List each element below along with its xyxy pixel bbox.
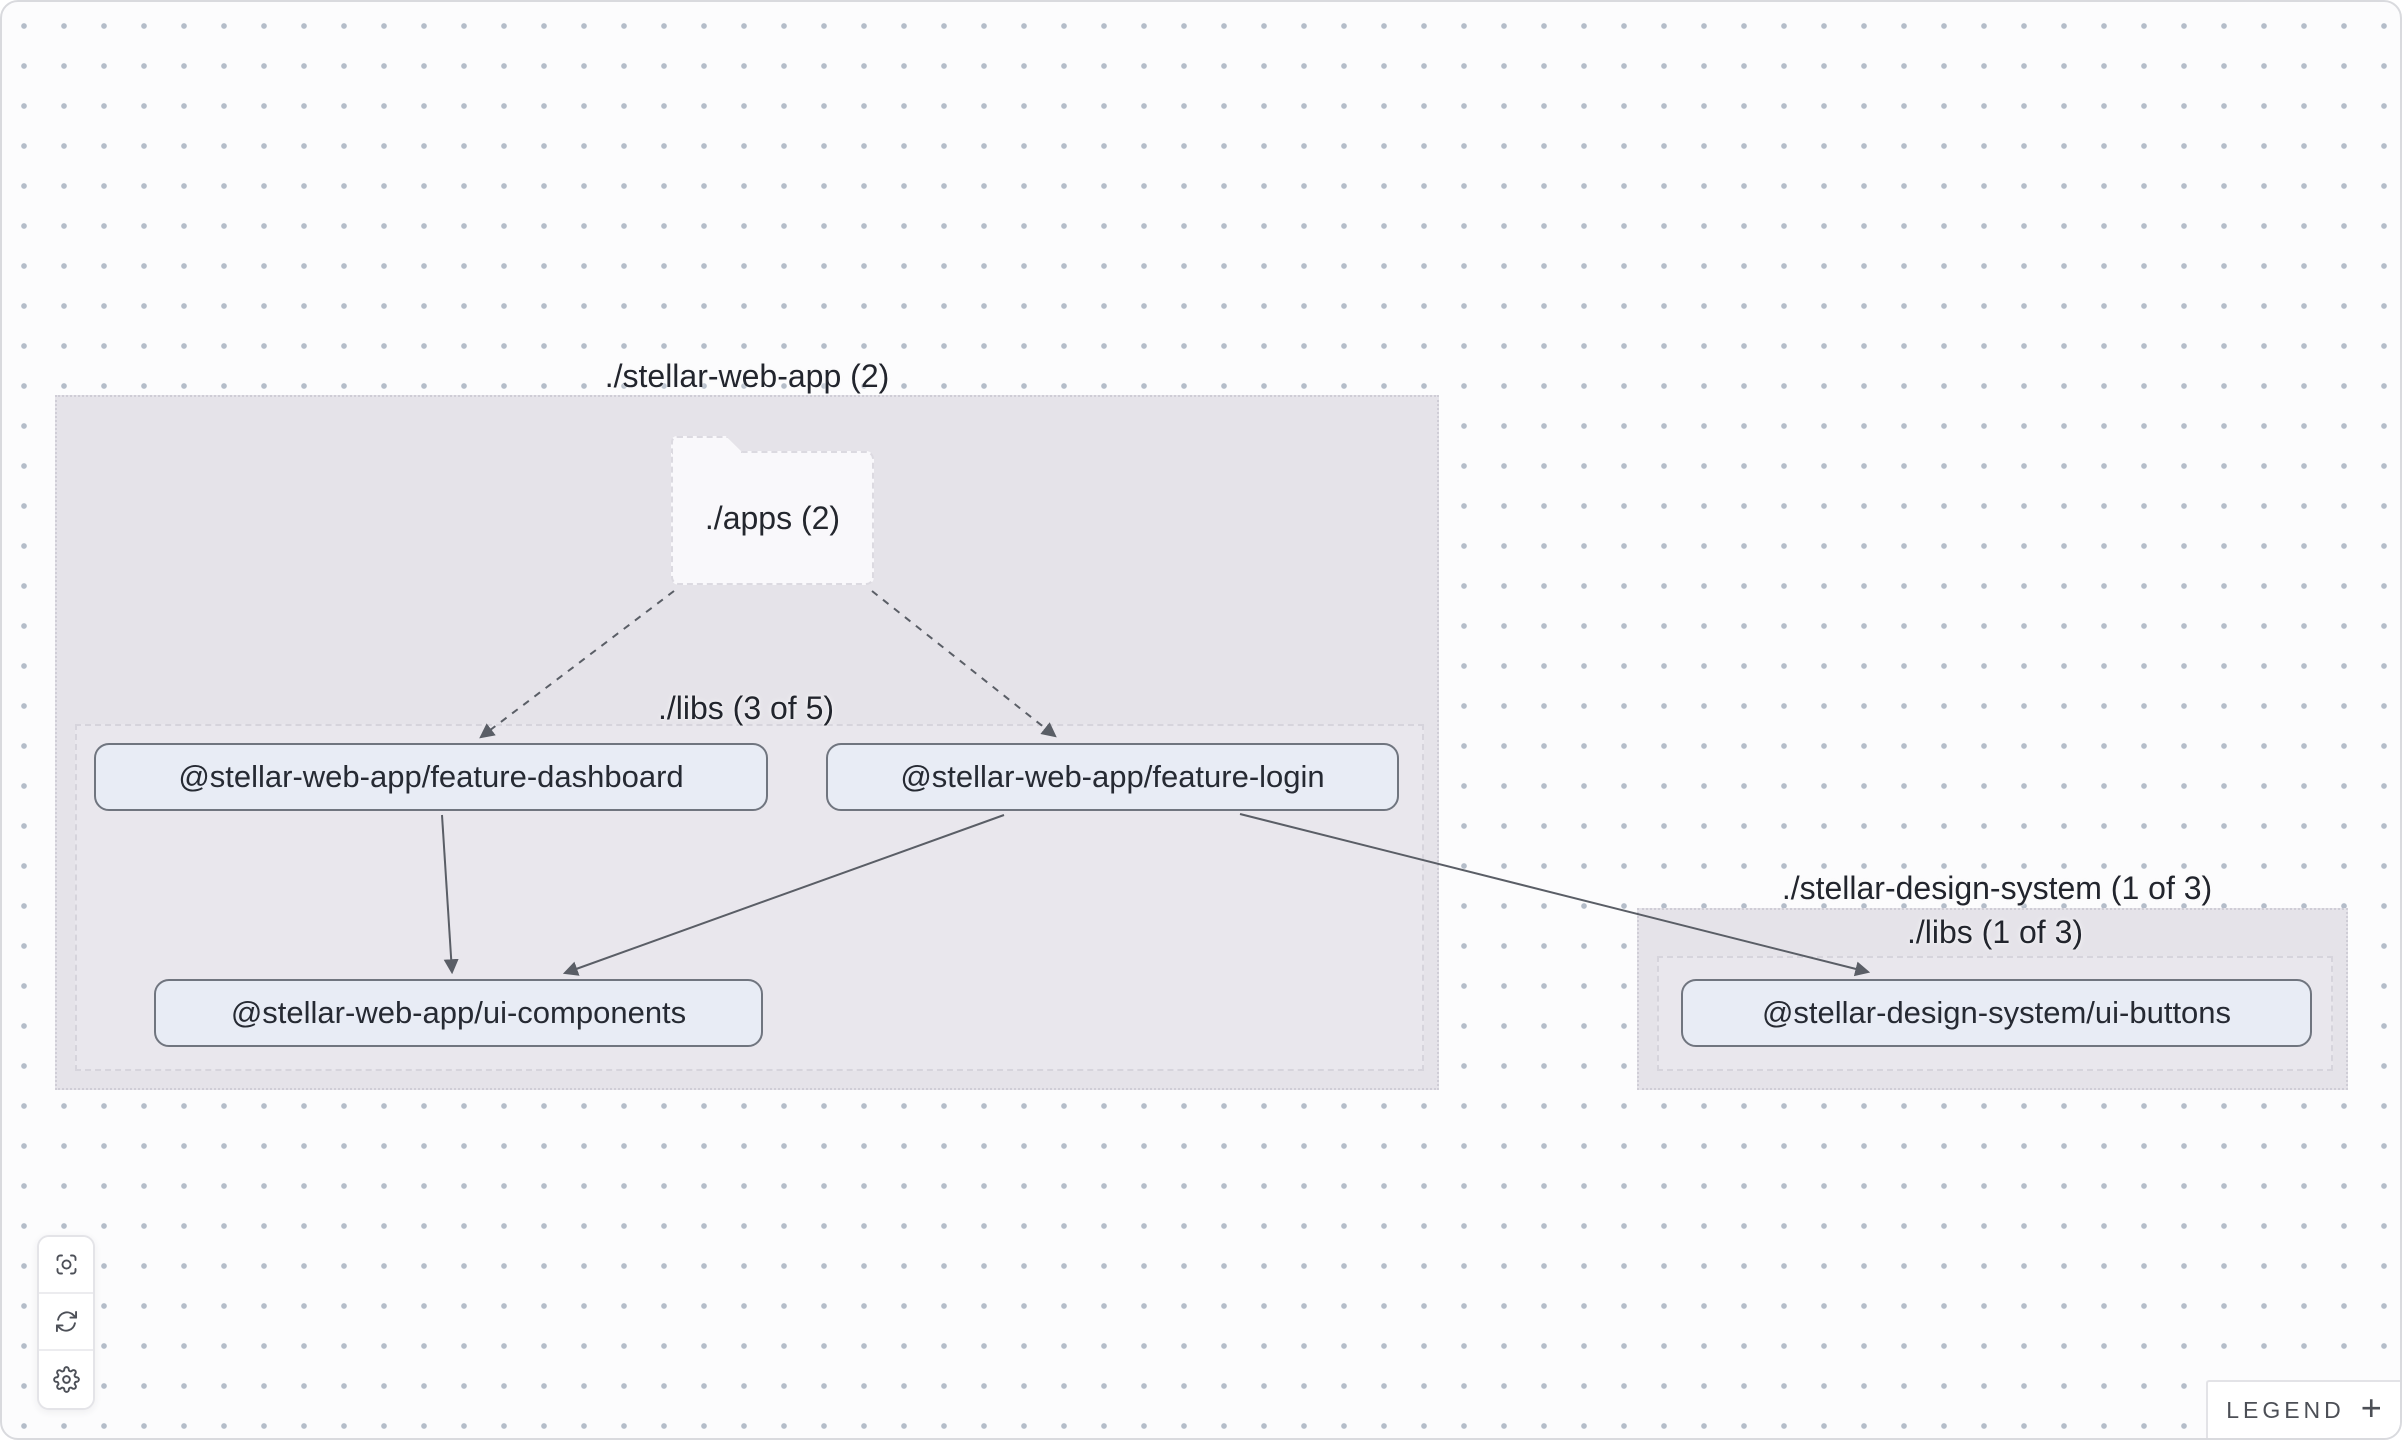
folder-label: ./apps (2): [704, 499, 841, 536]
legend-toggle[interactable]: LEGEND +: [2206, 1380, 2400, 1438]
graph-toolbar: [37, 1235, 95, 1410]
group-label-stellar-design-system: ./stellar-design-system (1 of 3): [1781, 870, 2213, 906]
project-node-ui-components[interactable]: @stellar-web-app/ui-components: [154, 979, 763, 1047]
project-node-feature-login[interactable]: @stellar-web-app/feature-login: [826, 743, 1399, 811]
subgroup-label-libs-design-system: ./libs (1 of 3): [1906, 914, 2084, 950]
settings-button[interactable]: [39, 1351, 93, 1408]
folder-node-apps[interactable]: ./apps (2): [671, 436, 874, 585]
focus-button[interactable]: [39, 1237, 93, 1294]
subgroup-label-libs-web-app: ./libs (3 of 5): [657, 690, 835, 726]
refresh-icon: [55, 1310, 77, 1333]
group-label-stellar-web-app: ./stellar-web-app (2): [604, 358, 890, 394]
settings-icon: [52, 1366, 80, 1393]
focus-icon: [56, 1254, 76, 1275]
refresh-button[interactable]: [39, 1294, 93, 1351]
project-node-feature-dashboard[interactable]: @stellar-web-app/feature-dashboard: [94, 743, 768, 811]
project-node-ui-buttons[interactable]: @stellar-design-system/ui-buttons: [1681, 979, 2312, 1047]
legend-label: LEGEND: [2226, 1396, 2345, 1423]
plus-icon: +: [2360, 1387, 2382, 1428]
